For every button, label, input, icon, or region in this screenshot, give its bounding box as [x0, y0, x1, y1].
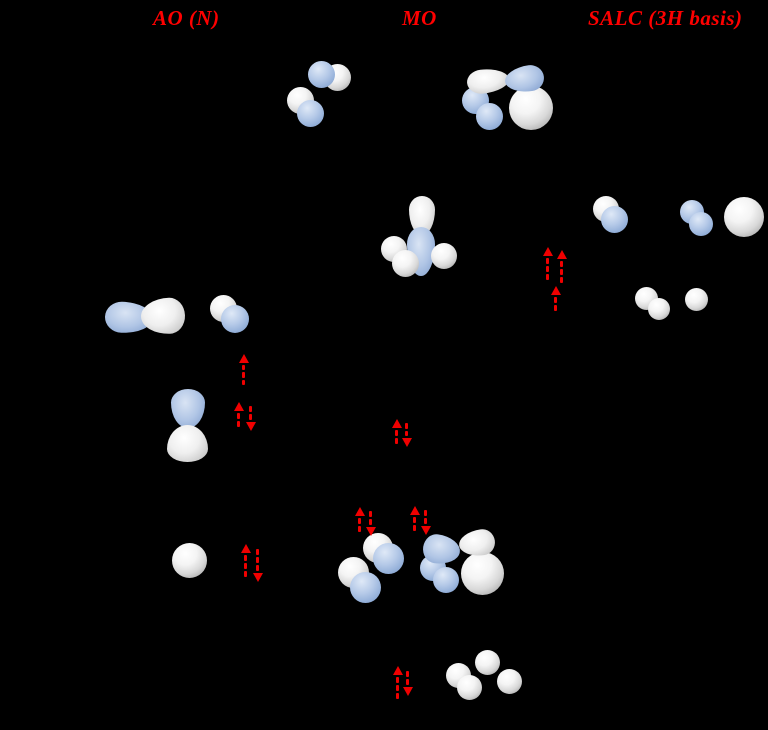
electron-arrow-shaft-dash — [405, 679, 410, 685]
electron-up-arrow — [233, 402, 244, 432]
blue-phase-sphere — [350, 572, 381, 603]
electron-arrow-shaft-dash — [394, 430, 399, 436]
white-phase-sphere — [509, 86, 553, 130]
salc-column-header: SALC (3H basis) — [588, 6, 743, 30]
electron-arrow-shaft-dash — [255, 557, 260, 563]
electron-arrow-shaft-dash — [255, 565, 260, 571]
electron-arrow-shaft-dash — [559, 277, 564, 283]
electron-down-arrow — [245, 406, 256, 433]
electron-up-arrow — [409, 506, 420, 536]
blue-phase-sphere — [221, 305, 249, 333]
white-phase-sphere — [461, 552, 504, 595]
blue-phase-sphere — [601, 206, 628, 233]
electron-arrow-shaft-dash — [559, 269, 564, 275]
electron-arrow-shaft-dash — [545, 266, 550, 272]
white-phase-sphere — [497, 669, 522, 694]
blue-phase-sphere — [476, 103, 503, 130]
electron-arrow-shaft-dash — [236, 421, 241, 427]
electron-arrow-shaft-dash — [248, 406, 253, 412]
electron-up-arrow — [556, 250, 567, 283]
white-phase-sphere — [724, 197, 764, 237]
white-phase-sphere — [648, 298, 670, 320]
electron-arrow-shaft-dash — [357, 518, 362, 524]
electron-up-arrow — [354, 507, 365, 536]
blue-phase-sphere — [297, 100, 324, 127]
white-phase-sphere — [475, 650, 500, 675]
electron-arrow-shaft-dash — [404, 423, 409, 429]
electron-arrow-shaft-dash — [423, 510, 428, 516]
electron-arrow-shaft-dash — [243, 555, 248, 561]
electron-arrow-shaft-dash — [241, 372, 246, 378]
electron-arrow-shaft-dash — [357, 526, 362, 532]
electron-arrow-shaft-dash — [545, 274, 550, 280]
electron-arrow-shaft-dash — [243, 563, 248, 569]
electron-arrow-shaft-dash — [394, 438, 399, 444]
electron-arrow-shaft-dash — [412, 525, 417, 531]
electron-down-arrow — [420, 510, 431, 537]
electron-arrow-shaft-dash — [368, 511, 373, 517]
white-phase-sphere — [172, 543, 207, 578]
blue-phase-lobe — [171, 389, 205, 428]
blue-phase-sphere — [689, 212, 713, 236]
blue-phase-sphere — [308, 61, 335, 88]
electron-arrow-shaft-dash — [248, 414, 253, 420]
electron-arrow-shaft-dash — [236, 413, 241, 419]
electron-arrow-shaft-dash — [412, 517, 417, 523]
electron-arrow-shaft-dash — [255, 549, 260, 555]
white-phase-sphere — [431, 243, 457, 269]
white-phase-lobe — [465, 66, 511, 96]
white-phase-sphere — [457, 675, 482, 700]
electron-down-arrow — [252, 549, 263, 586]
electron-down-arrow — [401, 423, 412, 447]
electron-arrow-shaft-dash — [368, 519, 373, 525]
white-phase-sphere — [685, 288, 708, 311]
electron-up-arrow — [238, 354, 249, 385]
white-phase-sphere — [392, 250, 419, 277]
electron-arrow-shaft-dash — [405, 671, 410, 677]
electron-arrow-shaft-dash — [404, 430, 409, 436]
mo-column-header: MO — [402, 6, 437, 30]
blue-phase-sphere — [373, 543, 404, 574]
electron-arrow-shaft-dash — [243, 571, 248, 577]
electron-up-arrow — [392, 666, 403, 700]
white-phase-lobe — [167, 425, 208, 462]
electron-arrow-shaft-dash — [395, 685, 400, 691]
electron-arrow-shaft-dash — [545, 258, 550, 264]
electron-up-arrow — [240, 544, 251, 582]
electron-down-arrow — [402, 671, 413, 701]
electron-arrow-shaft-dash — [395, 677, 400, 683]
electron-up-arrow — [542, 247, 553, 280]
electron-up-arrow — [550, 286, 561, 313]
electron-arrow-shaft-dash — [553, 297, 558, 303]
electron-down-arrow — [365, 511, 376, 537]
electron-up-arrow — [391, 419, 402, 446]
electron-arrow-shaft-dash — [241, 365, 246, 371]
blue-phase-sphere — [433, 567, 459, 593]
electron-arrow-shaft-dash — [553, 305, 558, 311]
ao-column-header: AO (N) — [153, 6, 220, 30]
electron-arrow-shaft-dash — [241, 379, 246, 385]
electron-arrow-shaft-dash — [395, 693, 400, 699]
electron-arrow-shaft-dash — [423, 518, 428, 524]
electron-arrow-shaft-dash — [559, 261, 564, 267]
white-phase-lobe — [140, 297, 186, 335]
